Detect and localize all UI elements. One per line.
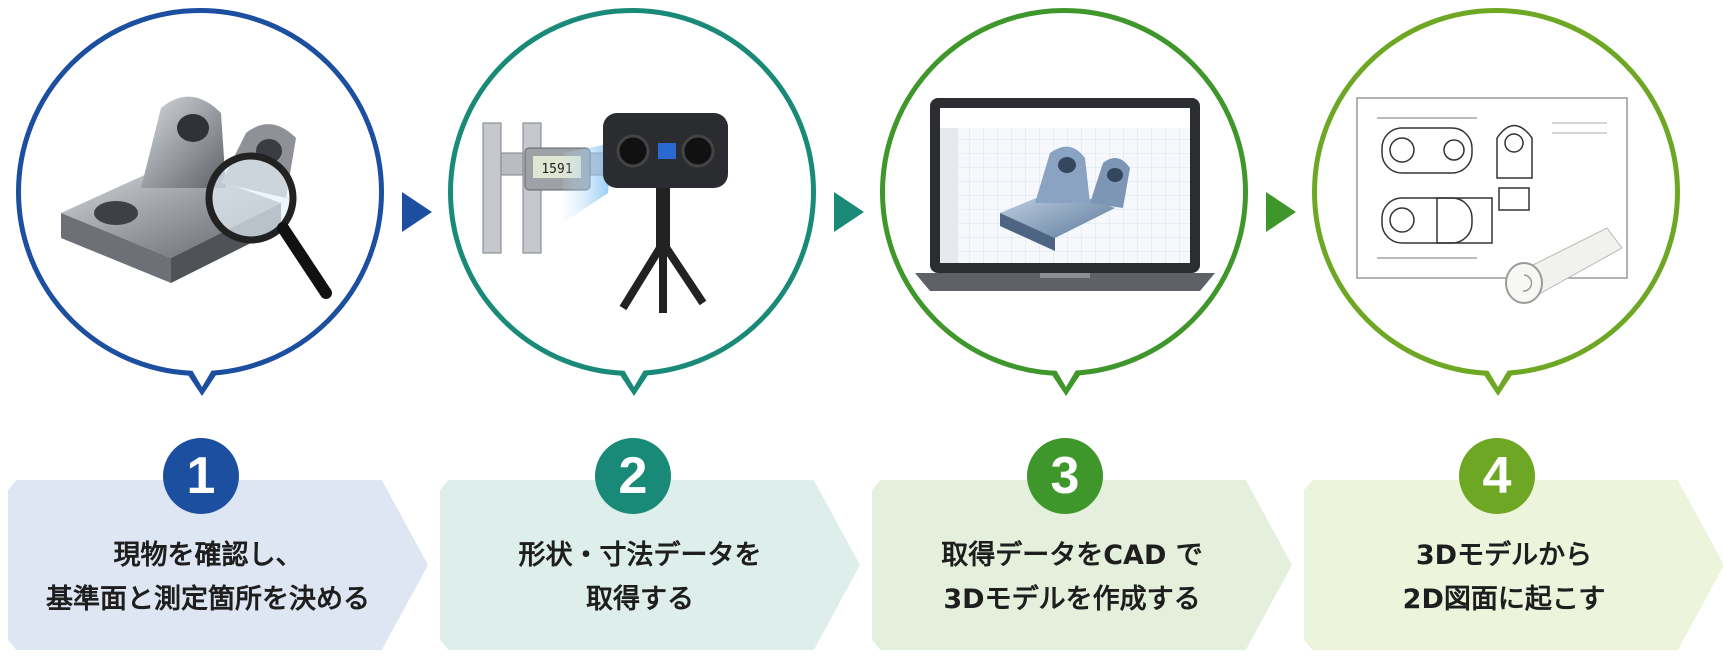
2d-drawing-and-blueprint-roll-icon: [1356, 97, 1628, 304]
arrow-1-to-2: [402, 192, 432, 232]
step-4-number-badge: 4: [1459, 438, 1535, 514]
step-2-label-line2: 取得する: [586, 584, 694, 615]
laptop-cad-model-icon: [915, 98, 1215, 291]
step-2: 1591 2 形状・寸法データを 取得する: [440, 0, 860, 657]
step-1-number-badge: 1: [163, 438, 239, 514]
step-4: 4 3Dモデルから 2D図面に起こす: [1304, 0, 1723, 657]
step-4-label: 3Dモデルから 2D図面に起こす: [1304, 534, 1704, 622]
part-with-magnifier-icon: [61, 96, 332, 299]
step-2-bubble: 1591: [448, 8, 816, 376]
step-3-number-badge: 3: [1027, 438, 1103, 514]
step-3-label-line1: 取得データをCAD で: [941, 540, 1203, 571]
step-4-label-line2: 2D図面に起こす: [1402, 584, 1606, 615]
step-3-bubble: [880, 8, 1248, 376]
step-4-bubble: [1312, 8, 1680, 376]
step-1-label-line2: 基準面と測定箇所を決める: [46, 584, 370, 615]
step-2-label-line1: 形状・寸法データを: [518, 540, 762, 571]
caliper-and-3d-scanner-icon: 1591: [482, 113, 728, 313]
step-4-label-line1: 3Dモデルから: [1415, 540, 1593, 571]
step-1-label-line1: 現物を確認し、: [113, 540, 303, 571]
step-1-bubble: [16, 8, 384, 376]
step-2-number-badge: 2: [595, 438, 671, 514]
step-3-label: 取得データをCAD で 3Dモデルを作成する: [872, 534, 1272, 622]
step-3: 3 取得データをCAD で 3Dモデルを作成する: [872, 0, 1292, 657]
arrow-2-to-3: [834, 192, 864, 232]
step-2-label: 形状・寸法データを 取得する: [440, 534, 840, 622]
arrow-3-to-4: [1266, 192, 1296, 232]
step-1-label: 現物を確認し、 基準面と測定箇所を決める: [8, 534, 408, 622]
step-3-label-line2: 3Dモデルを作成する: [943, 584, 1201, 615]
step-1: 1 現物を確認し、 基準面と測定箇所を決める: [8, 0, 428, 657]
